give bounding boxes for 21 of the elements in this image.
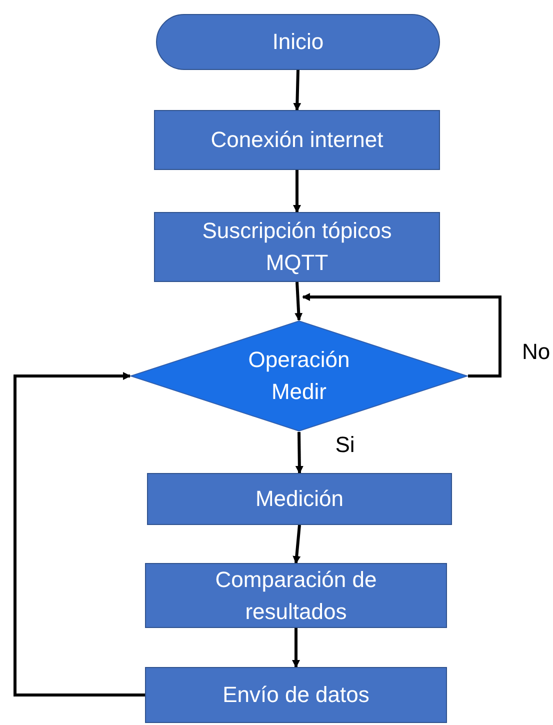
node-text: Conexión internet <box>210 126 384 154</box>
arrow <box>293 170 301 213</box>
arrow <box>294 282 303 321</box>
decision-diamond <box>130 320 468 432</box>
arrow <box>292 628 300 668</box>
arrow <box>14 372 145 696</box>
arrow <box>302 293 502 378</box>
node-text: Envío de datos <box>222 681 370 709</box>
node-text: Inicio <box>271 28 325 56</box>
process-box <box>154 110 440 170</box>
node-text: Operación Medir <box>247 346 351 406</box>
process-box <box>147 473 452 525</box>
process-box <box>154 212 440 282</box>
node-text: Comparación de resultados <box>214 566 378 626</box>
process-box <box>145 667 447 723</box>
node-text: Medición <box>254 485 345 513</box>
arrow <box>295 432 304 474</box>
arrow <box>292 524 301 564</box>
arrow <box>293 70 302 111</box>
process-box <box>145 563 447 628</box>
node-text: Suscripción tópicos MQTT <box>201 217 393 277</box>
